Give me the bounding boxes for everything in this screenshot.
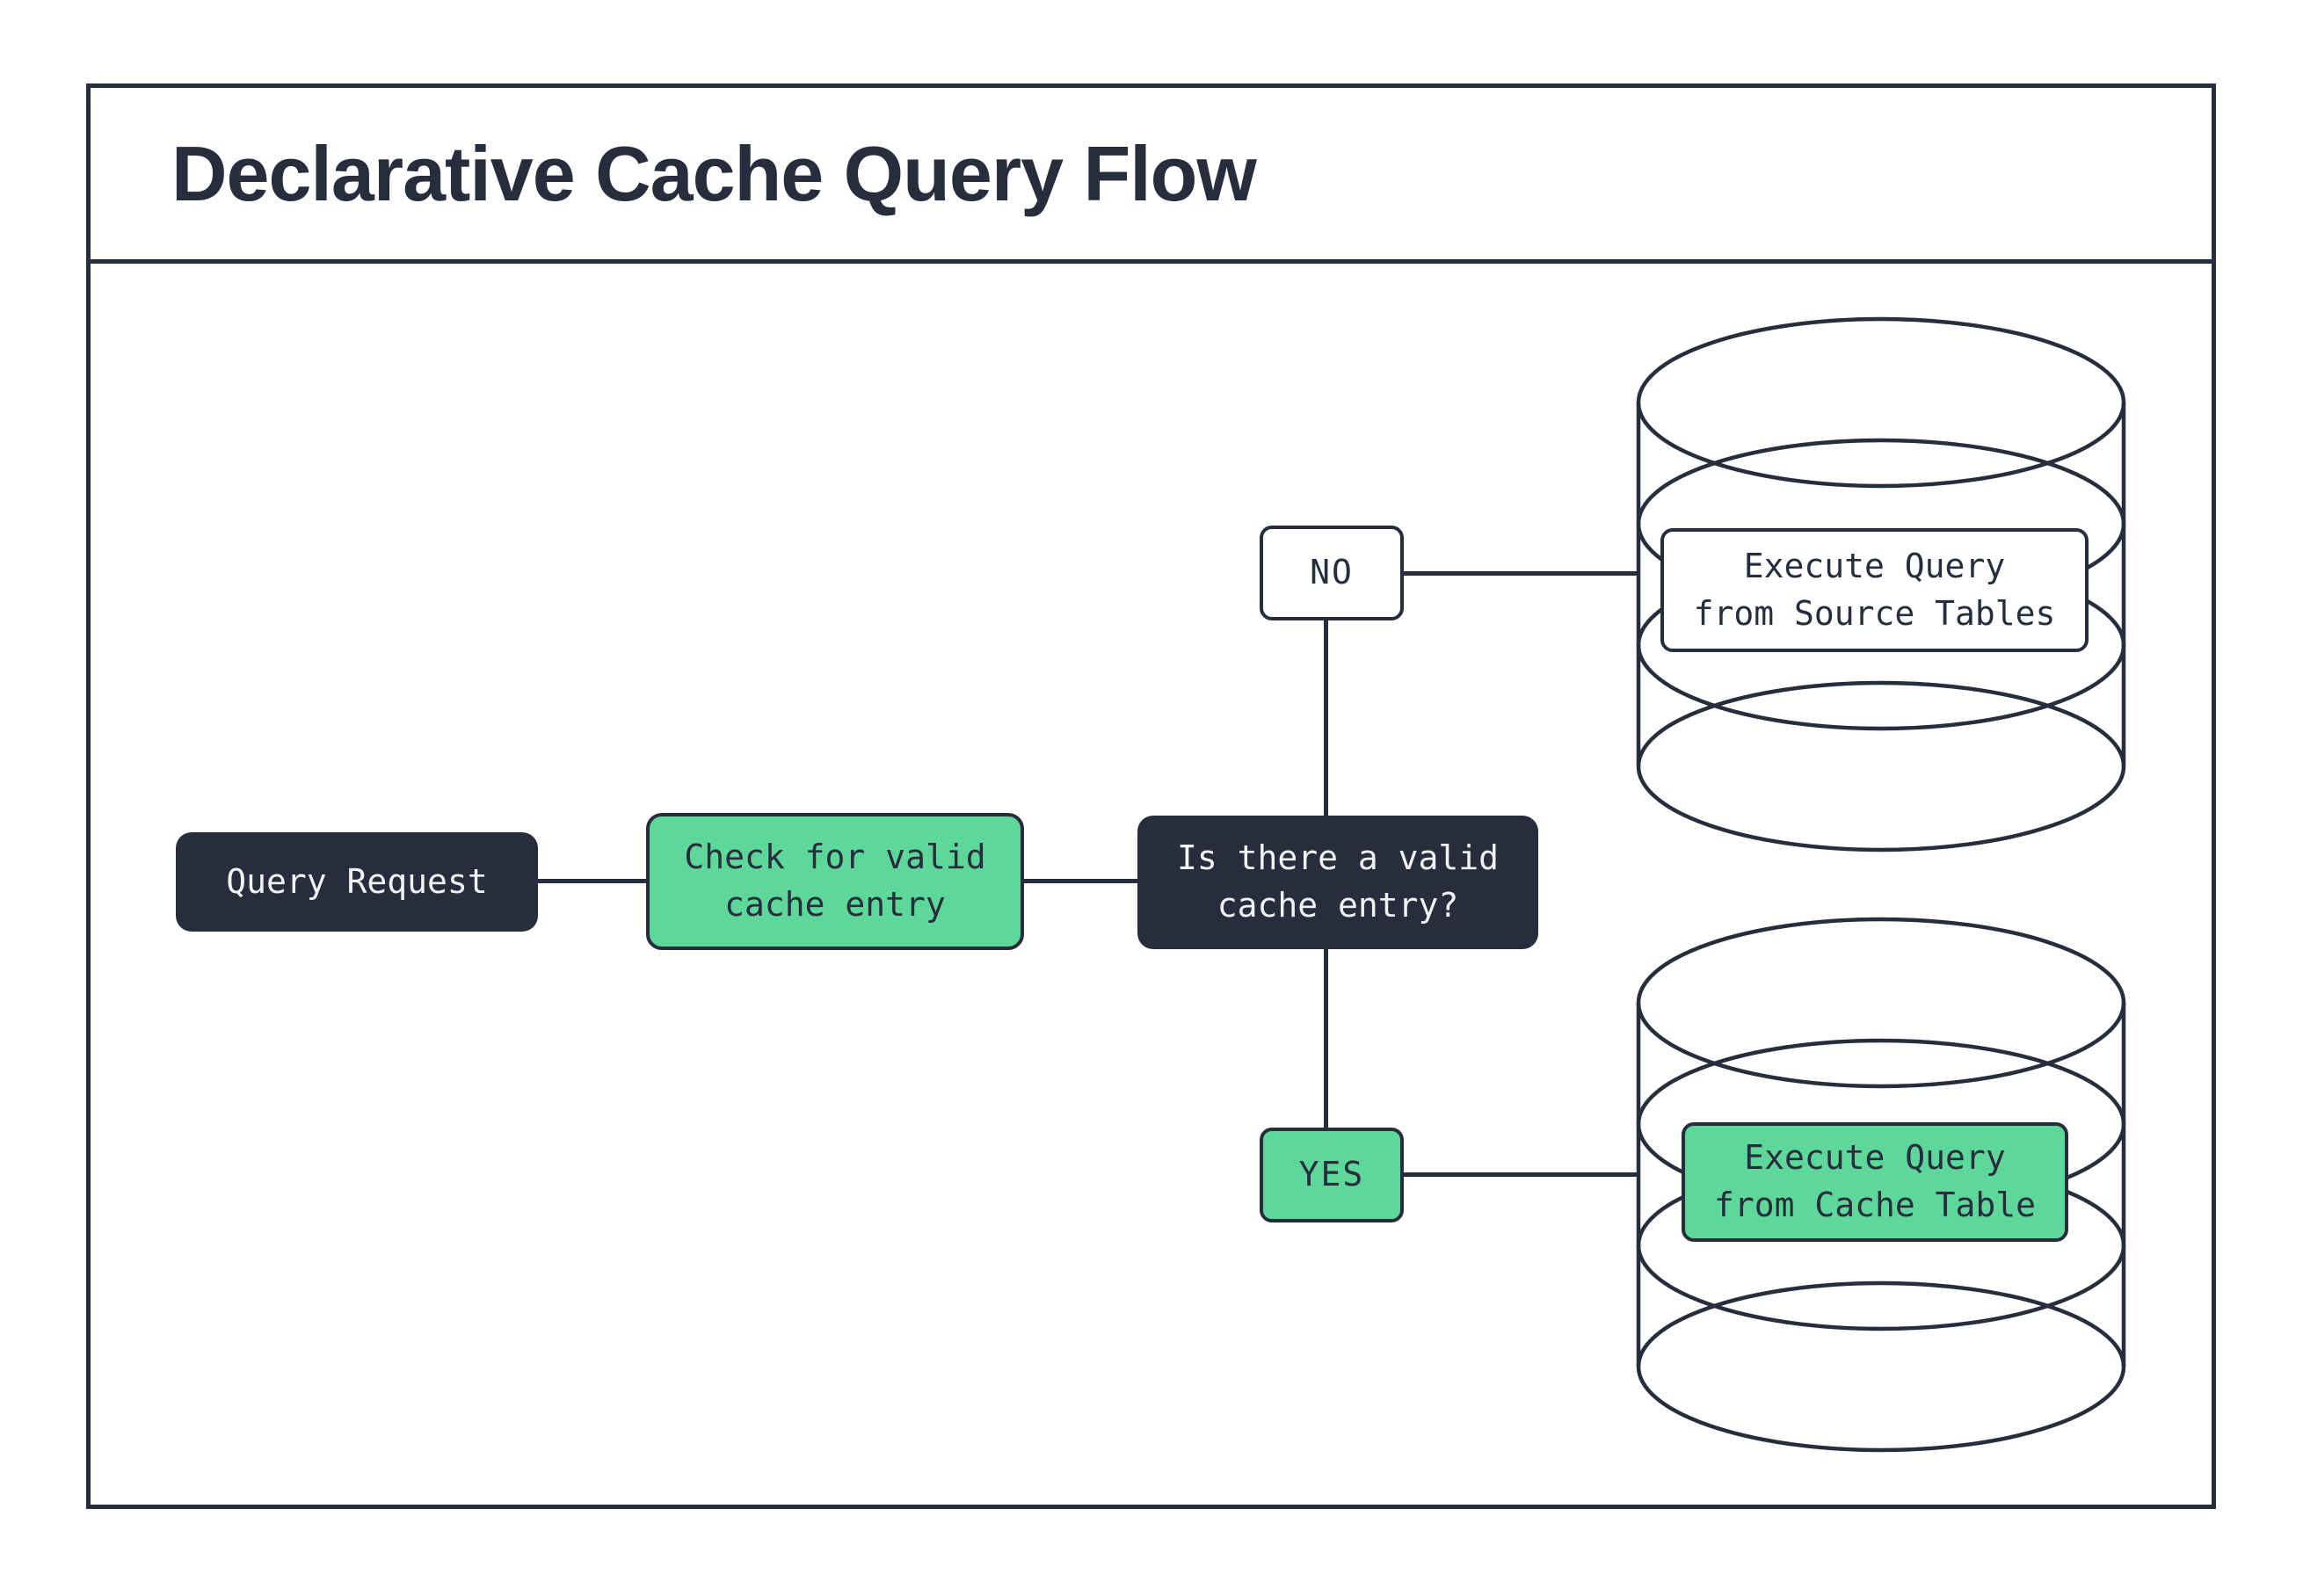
node-execute-cache: Execute Query from Cache Table xyxy=(1682,1122,2068,1242)
page-title: Declarative Cache Query Flow xyxy=(171,129,1257,217)
edge-decision-to-yes xyxy=(1324,947,1328,1129)
node-decision-valid-cache: Is there a valid cache entry? xyxy=(1137,816,1538,949)
node-branch-no: NO xyxy=(1260,526,1404,620)
node-query-request: Query Request xyxy=(176,832,538,932)
edge-query-to-check xyxy=(538,879,646,883)
node-execute-source: Execute Query from Source Tables xyxy=(1660,528,2089,652)
edge-yes-to-cache-db xyxy=(1404,1172,1638,1177)
diagram-header: Declarative Cache Query Flow xyxy=(91,88,2212,264)
edge-check-to-decision xyxy=(1024,879,1137,883)
edge-decision-to-no xyxy=(1324,619,1328,817)
node-branch-yes: YES xyxy=(1260,1128,1404,1222)
edge-no-to-source-db xyxy=(1404,571,1638,576)
diagram-frame: Declarative Cache Query Flow xyxy=(86,83,2216,1509)
node-check-cache: Check for valid cache entry xyxy=(646,813,1024,950)
